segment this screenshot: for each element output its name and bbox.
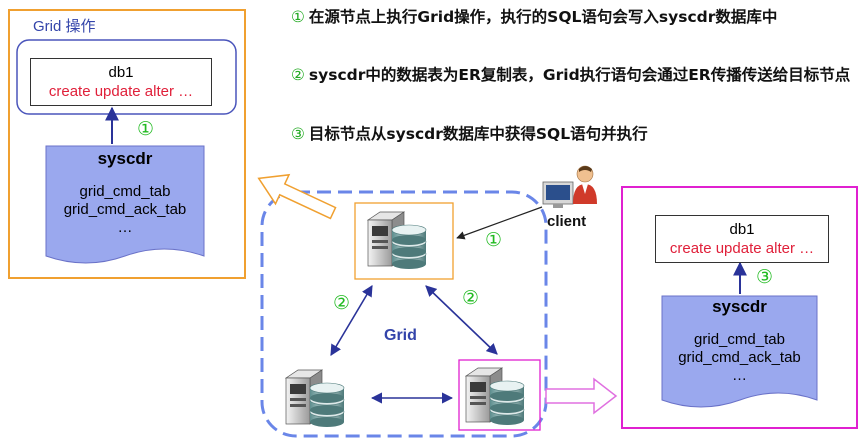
bullet-1-text: 在源节点上执行Grid操作，执行的SQL语句会写入syscdr数据库中 — [308, 8, 778, 26]
arrow-source-target — [425, 285, 498, 355]
left-db-box: db1 create update alter … — [30, 58, 212, 106]
arrow-source-peer — [330, 285, 373, 356]
bullet-2-number: ② — [291, 66, 305, 84]
bullet-1-number: ① — [291, 8, 305, 26]
arrow-client-source — [456, 206, 543, 240]
bullet-2-text: syscdr中的数据表为ER复制表，Grid执行语句会通过ER传播传送给目标节点 — [308, 66, 851, 84]
outline-arrow-to-target-panel — [545, 377, 618, 415]
left-syscdr-title: syscdr — [97, 149, 153, 168]
client-icon — [542, 165, 597, 208]
left-db-commands: create update alter … — [48, 83, 194, 100]
left-panel-frame — [8, 9, 246, 279]
right-syscdr-text: syscdr grid_cmd_tab grid_cmd_ack_tab … — [662, 297, 817, 385]
left-table-1: grid_cmd_tab — [79, 183, 171, 200]
target-node-frame — [458, 359, 541, 431]
source-server-icon — [367, 211, 427, 270]
right-replication-step: ② — [462, 287, 480, 309]
left-step-number: ① — [137, 118, 155, 140]
right-db-commands: create update alter … — [669, 240, 815, 257]
client-step-number: ① — [485, 229, 503, 251]
left-syscdr-document — [45, 145, 205, 264]
left-panel-title: Grid 操作 — [33, 18, 96, 35]
grid-label: Grid — [384, 327, 417, 344]
grid-operation-frame — [16, 39, 237, 115]
left-table-2: grid_cmd_ack_tab — [63, 201, 187, 218]
left-replication-step: ② — [333, 292, 351, 314]
peer-server-icon — [285, 369, 345, 428]
bullet-3-text: 目标节点从syscdr数据库中获得SQL语句并执行 — [308, 125, 648, 143]
outline-arrow-to-source-panel — [257, 173, 337, 220]
right-table-3: … — [732, 367, 747, 384]
right-panel-frame — [621, 186, 858, 429]
right-syscdr-document — [661, 295, 818, 408]
left-db-name: db1 — [108, 64, 134, 81]
source-node-frame — [354, 202, 454, 280]
left-table-3: … — [117, 219, 133, 236]
left-syscdr-text: syscdr grid_cmd_tab grid_cmd_ack_tab … — [46, 149, 204, 237]
target-server-icon — [465, 367, 525, 426]
grid-boundary — [260, 190, 548, 438]
right-step-number: ③ — [756, 266, 774, 288]
right-db-box: db1 create update alter … — [655, 215, 829, 263]
right-syscdr-title: syscdr — [712, 297, 767, 316]
right-db-name: db1 — [729, 221, 755, 238]
bullet-3-number: ③ — [291, 125, 305, 143]
right-table-2: grid_cmd_ack_tab — [678, 349, 801, 366]
right-table-1: grid_cmd_tab — [694, 331, 785, 348]
client-label: client — [547, 213, 587, 230]
